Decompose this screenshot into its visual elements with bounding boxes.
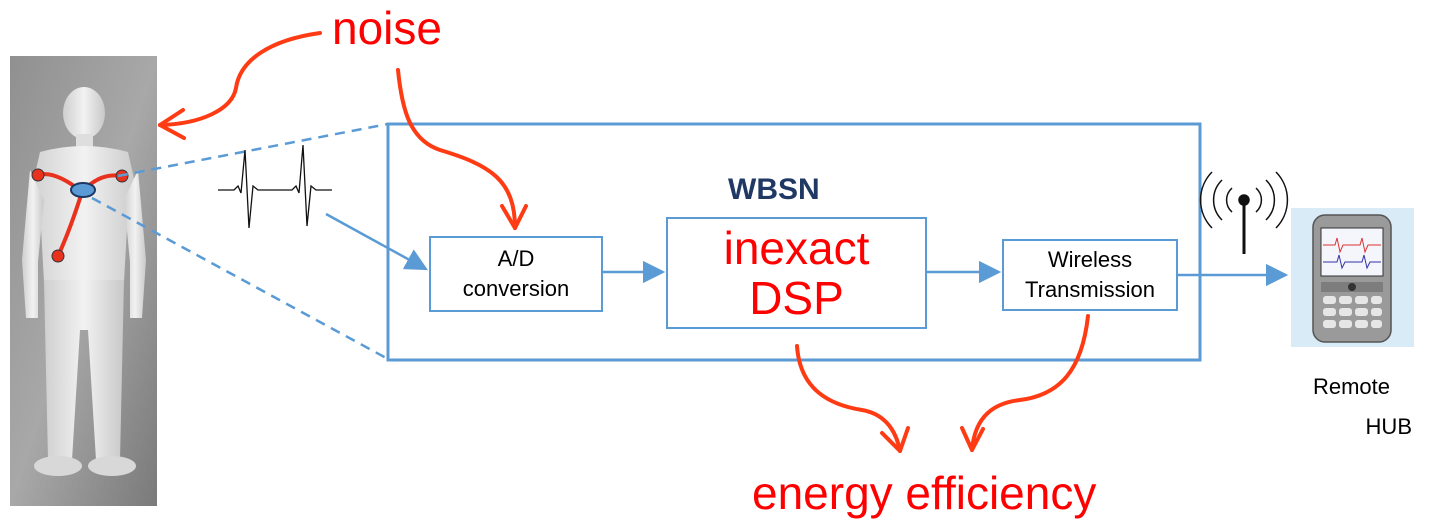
noise-to-adc-arrowhead bbox=[500, 204, 528, 230]
sensor-bottom-dot bbox=[51, 249, 65, 263]
zoom-line-top bbox=[117, 122, 389, 178]
sensor-left-dot bbox=[31, 168, 45, 182]
ecg-sensors bbox=[31, 168, 129, 263]
noise-to-person-arrow bbox=[158, 31, 322, 127]
adc-box bbox=[429, 236, 603, 312]
antenna-icon bbox=[1199, 171, 1289, 254]
dsp-to-energy-arrowhead bbox=[880, 426, 910, 453]
zoom-line-bottom bbox=[91, 196, 389, 361]
wireless-to-energy-arrow bbox=[970, 314, 1090, 452]
hub-label: HUB bbox=[1365, 414, 1412, 439]
wireless-line-1: Wireless bbox=[1047, 247, 1133, 272]
person-figure bbox=[10, 56, 157, 506]
adc-block-label: A/D conversion bbox=[430, 237, 602, 311]
noise-label: noise bbox=[332, 2, 442, 54]
noise-to-person-arrowhead bbox=[158, 108, 186, 140]
remote-label: Remote bbox=[1312, 374, 1390, 399]
noise-to-adc-arrow bbox=[396, 68, 517, 230]
dsp-line-1: inexact bbox=[723, 222, 870, 274]
wireless-to-energy-arrowhead bbox=[960, 426, 985, 452]
dsp-line-2: DSP bbox=[749, 272, 844, 324]
ecg-waveform-icon bbox=[218, 144, 332, 229]
wbsn-label: WBSN bbox=[728, 173, 820, 206]
wireless-block-label: Wireless Transmission bbox=[1003, 240, 1177, 310]
smartphone-icon bbox=[1291, 208, 1414, 347]
adc-line-1: A/D bbox=[497, 246, 535, 271]
dsp-to-energy-arrow bbox=[795, 344, 902, 453]
wbsn-box bbox=[386, 122, 1202, 362]
energy-efficiency-label: energy efficiency bbox=[752, 467, 1097, 519]
sensor-node-icon bbox=[70, 182, 96, 198]
dsp-block-label: inexact DSP bbox=[667, 218, 926, 328]
signal-to-adc-arrow bbox=[325, 212, 428, 271]
wireless-line-2: Transmission bbox=[1025, 277, 1155, 302]
adc-line-2: conversion bbox=[462, 276, 570, 301]
